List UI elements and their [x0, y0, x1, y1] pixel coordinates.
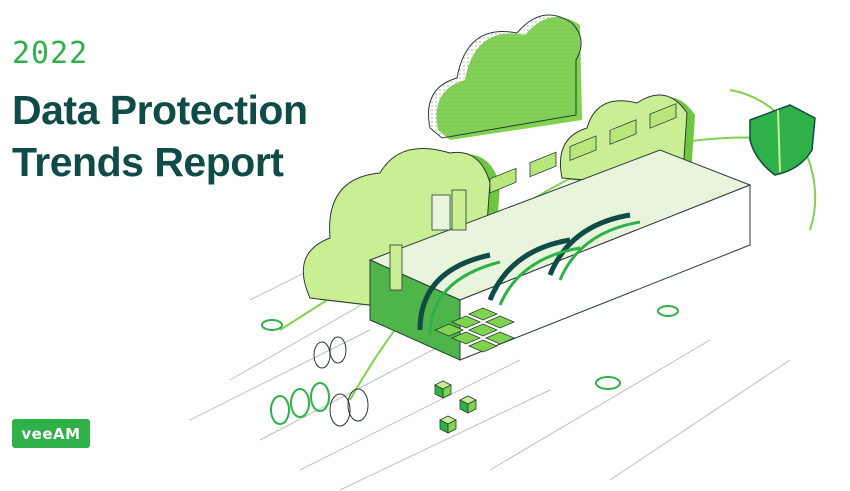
isometric-data-illustration	[190, 14, 817, 491]
title-line-1: Data Protection	[12, 87, 308, 133]
title-line-2: Trends Report	[12, 139, 284, 185]
dark-ring-icon	[313, 336, 369, 427]
server-rack-icon	[368, 103, 752, 361]
year-label: 2022	[12, 36, 89, 71]
data-ring-icon	[261, 305, 679, 425]
report-title: Data Protection Trends Report	[12, 84, 308, 188]
shield-icon	[749, 104, 816, 176]
veeam-logo: veeAM	[12, 419, 90, 448]
speed-lines	[190, 209, 791, 491]
cloud-icon	[428, 14, 582, 140]
data-cube-icon	[434, 380, 477, 434]
